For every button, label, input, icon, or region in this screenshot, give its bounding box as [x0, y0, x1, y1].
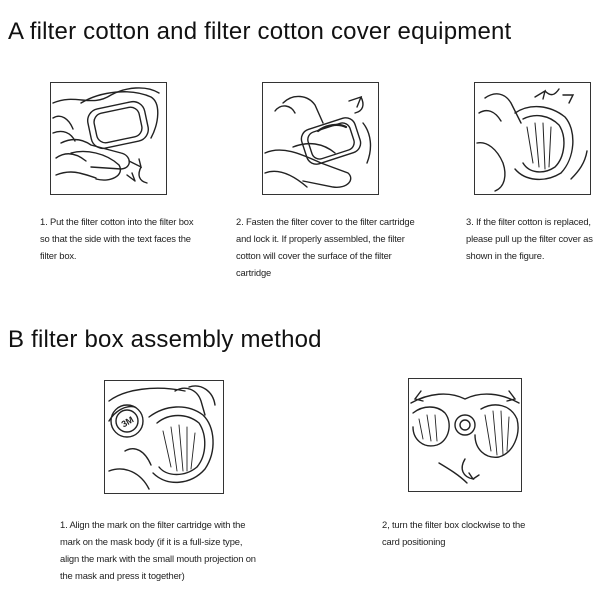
hand-filter-cotton-drawing	[52, 87, 160, 184]
step-b1-illustration: 3M	[104, 380, 224, 494]
section-a-heading: A filter cotton and filter cotton cover …	[8, 18, 512, 45]
step-b2-caption: 2, turn the filter box clockwise to the …	[382, 519, 526, 547]
step-b2-illustration	[408, 378, 522, 492]
step-a3-illustration	[474, 82, 591, 195]
step-a1-caption: 1. Put the filter cotton into the filter…	[40, 216, 194, 261]
turn-filter-box-drawing	[410, 390, 520, 484]
3m-logo-mark: 3M	[120, 414, 136, 429]
pull-filter-cover-drawing	[476, 88, 588, 192]
fasten-filter-cover-drawing	[264, 95, 372, 188]
section-b-heading: B filter box assembly method	[8, 326, 322, 353]
step-a2-caption: 2. Fasten the filter cover to the filter…	[236, 216, 415, 278]
step-a3-caption: 3. If the filter cotton is replaced, ple…	[466, 216, 593, 261]
step-b1-caption: 1. Align the mark on the filter cartridg…	[60, 519, 256, 581]
align-filter-cartridge-drawing: 3M	[108, 385, 216, 490]
step-a2-illustration	[262, 82, 379, 195]
step-a1-illustration	[50, 82, 167, 195]
